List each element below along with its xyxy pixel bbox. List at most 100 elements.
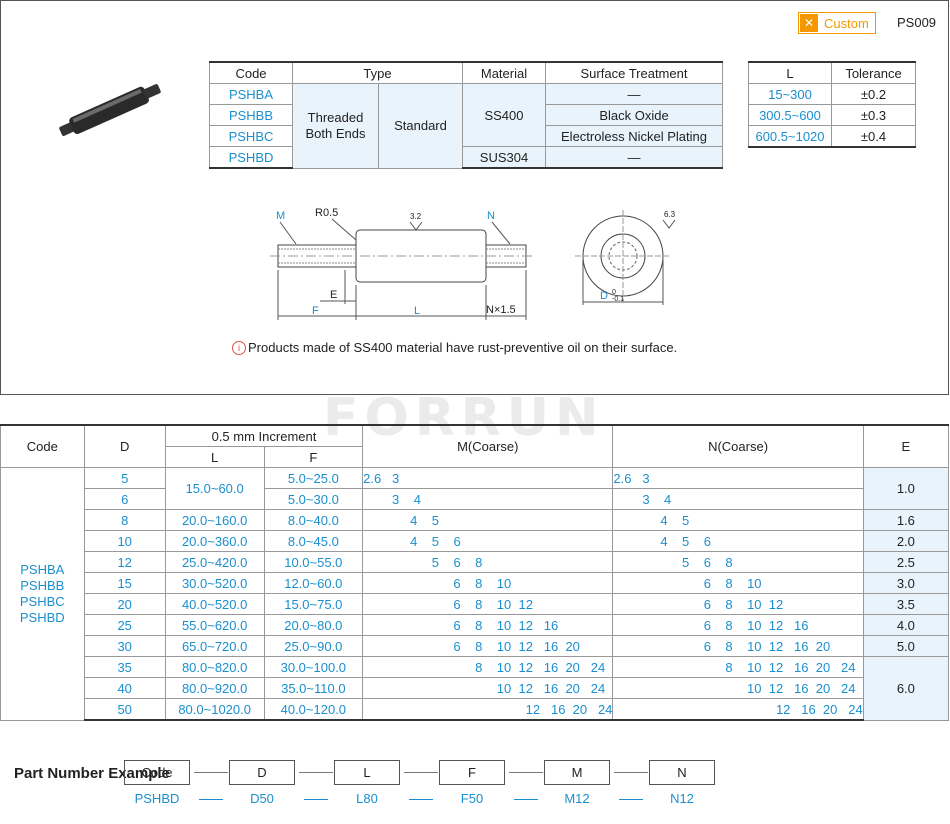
spec-d: 6 [83, 488, 166, 510]
example-separator [199, 799, 223, 800]
spec-f: 8.0~40.0 [263, 509, 364, 531]
spec-f: 25.0~90.0 [263, 635, 364, 657]
header-material: Material [462, 61, 546, 84]
surface-cell: — [545, 83, 723, 105]
info-icon: i [232, 340, 246, 355]
header-type: Type [292, 61, 463, 84]
part-field-example: F50 [460, 791, 484, 806]
code-cell[interactable]: PSHBB [209, 104, 293, 126]
spec-f: 15.0~75.0 [263, 593, 364, 615]
header-f: F [263, 446, 364, 468]
spec-d: 15 [83, 572, 166, 594]
custom-label: Custom [824, 15, 869, 31]
code-cell[interactable]: PSHBC [209, 125, 293, 147]
spec-l: 80.0~920.0 [164, 677, 265, 699]
spec-m: 2.6 3 [362, 467, 614, 489]
custom-badge[interactable]: ✕ Custom [798, 12, 876, 34]
tol-l: 600.5~1020 [748, 125, 832, 148]
type-standard: Standard [378, 83, 463, 169]
spec-d: 40 [83, 677, 166, 699]
spec-l: 80.0~1020.0 [164, 698, 265, 721]
spec-e: 1.0 [862, 467, 950, 510]
part-field-example: D50 [250, 791, 274, 806]
part-field-box: L [334, 760, 400, 785]
rust-note: i Products made of SS400 material have r… [232, 340, 677, 355]
spec-d: 10 [83, 530, 166, 552]
part-number-title: Part Number Example [14, 765, 170, 782]
part-field-box: Code [124, 760, 190, 785]
product-image [59, 84, 161, 136]
spec-e: 5.0 [862, 635, 950, 657]
spec-l: 80.0~820.0 [164, 656, 265, 678]
spec-m: 3 4 [362, 488, 614, 510]
spec-d: 35 [83, 656, 166, 678]
spec-f: 30.0~100.0 [263, 656, 364, 678]
spec-m: 6 8 10 [362, 572, 614, 594]
example-separator [409, 799, 433, 800]
surface-cell: Black Oxide [545, 104, 723, 126]
spec-d: 12 [83, 551, 166, 573]
header-l: L [748, 61, 832, 84]
spec-d: 8 [83, 509, 166, 531]
header-e: E [862, 424, 950, 468]
spec-d: 25 [83, 614, 166, 636]
spec-n: 5 6 8 [612, 551, 864, 573]
spec-n: 3 4 [612, 488, 864, 510]
example-separator [514, 799, 538, 800]
surface-cell: — [545, 146, 723, 169]
spec-d: 30 [83, 635, 166, 657]
spec-m: 4 5 6 [362, 530, 614, 552]
spec-m: 8 10 12 16 20 24 [362, 656, 614, 678]
label-n-len: N×1.5 [486, 304, 516, 316]
spec-codes: PSHBA PSHBB PSHBC PSHBD [0, 467, 85, 721]
spec-d: 50 [83, 698, 166, 721]
spec-e: 2.5 [862, 551, 950, 573]
spec-n: 12 16 20 24 [612, 698, 864, 721]
code-cell[interactable]: PSHBD [209, 146, 293, 169]
spec-d: 5 [83, 467, 166, 489]
part-field-box: F [439, 760, 505, 785]
spec-l: 20.0~160.0 [164, 509, 265, 531]
custom-icon: ✕ [800, 14, 818, 32]
spec-n: 6 8 10 12 16 [612, 614, 864, 636]
spec-l: 25.0~420.0 [164, 551, 265, 573]
spec-l: 15.0~60.0 [164, 467, 265, 510]
spec-e: 2.0 [862, 530, 950, 552]
label-n: N [487, 210, 495, 222]
spec-e: 3.0 [862, 572, 950, 594]
part-field-box: N [649, 760, 715, 785]
example-separator [619, 799, 643, 800]
spec-e: 3.5 [862, 593, 950, 615]
tolerance-table: L Tolerance 15~300±0.2 300.5~600±0.3 600… [748, 61, 916, 148]
spec-f: 12.0~60.0 [263, 572, 364, 594]
spec-f: 8.0~45.0 [263, 530, 364, 552]
header-increment: 0.5 mm Increment [164, 424, 364, 447]
code-cell[interactable]: PSHBA [209, 83, 293, 105]
tol-value: ±0.4 [831, 125, 916, 148]
spec-n: 10 12 16 20 24 [612, 677, 864, 699]
spec-n: 6 8 10 12 16 20 [612, 635, 864, 657]
material-ss400: SS400 [462, 83, 546, 147]
spec-n: 4 5 6 [612, 530, 864, 552]
part-field-example: M12 [564, 791, 590, 806]
type-threaded: Threaded Both Ends [292, 83, 379, 169]
example-separator [304, 799, 328, 800]
spec-n: 2.6 3 [612, 467, 864, 489]
spec-m: 5 6 8 [362, 551, 614, 573]
roughness-1: 3.2 [410, 212, 422, 221]
spec-l: 65.0~720.0 [164, 635, 265, 657]
d-tol-upper: 0 [612, 289, 616, 296]
part-field-box: D [229, 760, 295, 785]
label-f: F [312, 305, 319, 317]
header-code: Code [0, 424, 85, 468]
note-text: Products made of SS400 material have rus… [248, 340, 678, 355]
spec-n: 6 8 10 [612, 572, 864, 594]
tol-l: 300.5~600 [748, 104, 832, 126]
header-tolerance: Tolerance [831, 61, 916, 84]
spec-n: 6 8 10 12 [612, 593, 864, 615]
part-field-box: M [544, 760, 610, 785]
